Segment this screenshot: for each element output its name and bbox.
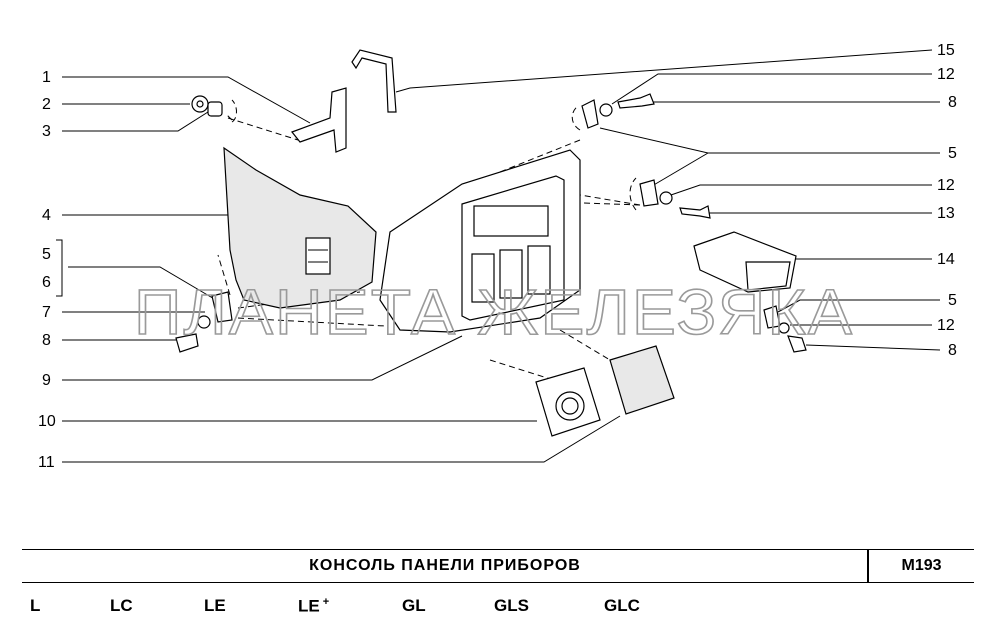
callout-14: 14 (937, 251, 955, 268)
version-GLC: GLC (604, 596, 640, 615)
part-8-screw-bottom (787, 335, 807, 353)
version-GLS: GLS (494, 596, 529, 615)
version-GL: GL (402, 596, 426, 615)
callout-3: 3 (42, 123, 51, 140)
part-7-clip (211, 291, 233, 323)
callout-9: 9 (42, 372, 51, 389)
title-separator (867, 550, 869, 582)
title-bar: КОНСОЛЬ ПАНЕЛИ ПРИБОРОВ М193 (22, 549, 974, 583)
exploded-parts-diagram: 1 2 3 4 5 6 7 8 9 10 11 15 12 8 5 12 13 … (38, 42, 957, 471)
callout-12-bottom: 12 (937, 317, 955, 334)
part-4-vent (305, 237, 331, 275)
callout-10: 10 (38, 413, 56, 430)
assembly-arrows (217, 99, 641, 383)
part-13-screw (679, 205, 711, 219)
part-12-washer-bottom (778, 322, 790, 334)
callout-1: 1 (42, 69, 51, 86)
version-L: L (30, 596, 41, 615)
part-5-clip-mid (639, 179, 659, 207)
callout-15: 15 (937, 42, 955, 59)
version-plus-mark: + (322, 596, 330, 608)
part-2-washer-hole (196, 100, 204, 108)
callout-2: 2 (42, 96, 51, 113)
watermark: ПЛАНЕТА ЖЕЛЕЗЯКА (134, 276, 854, 348)
callout-8-top: 8 (948, 94, 957, 111)
version-LE-plus: LE+ (298, 596, 330, 616)
callout-8-bottom: 8 (948, 342, 957, 359)
part-washer-left (197, 315, 211, 329)
diagram-code: М193 (901, 557, 942, 574)
callout-8-left: 8 (42, 332, 51, 349)
part-5-clip-top (581, 99, 599, 129)
part-9-upper-opening (473, 205, 549, 237)
versions-row: L LC LE LE+ GL GLS GLC (0, 596, 993, 620)
part-8-screw-left (175, 333, 199, 353)
callout-7: 7 (42, 304, 51, 321)
part-1-bracket (291, 87, 347, 153)
callout-6: 6 (42, 274, 51, 291)
part-11-blank-plug (609, 345, 675, 415)
part-3-nut (207, 101, 223, 117)
bracket-5-6 (56, 239, 63, 297)
part-8-screw-top (617, 93, 655, 109)
part-12-washer-top (599, 103, 613, 117)
callout-12-mid: 12 (937, 177, 955, 194)
part-15-bracket (351, 49, 397, 113)
callout-12-top: 12 (937, 66, 955, 83)
version-LE: LE (204, 596, 226, 615)
version-LC: LC (110, 596, 133, 615)
callout-11: 11 (38, 454, 55, 471)
callout-5-top: 5 (948, 145, 957, 162)
leader-lines-left (62, 76, 621, 463)
callout-5-left: 5 (42, 246, 51, 263)
callout-5-bottom: 5 (948, 292, 957, 309)
part-9-slot-2 (499, 249, 523, 299)
leader-lines-right (395, 49, 941, 351)
part-12-washer-mid (659, 191, 673, 205)
part-14-pocket-opening (745, 261, 791, 291)
part-9-slot-1 (471, 253, 495, 303)
callout-13: 13 (937, 205, 955, 222)
part-4-side-panel (223, 146, 377, 309)
diagram-title: КОНСОЛЬ ПАНЕЛИ ПРИБОРОВ (309, 557, 581, 574)
callout-4: 4 (42, 207, 51, 224)
part-9-slot-3 (527, 245, 551, 295)
